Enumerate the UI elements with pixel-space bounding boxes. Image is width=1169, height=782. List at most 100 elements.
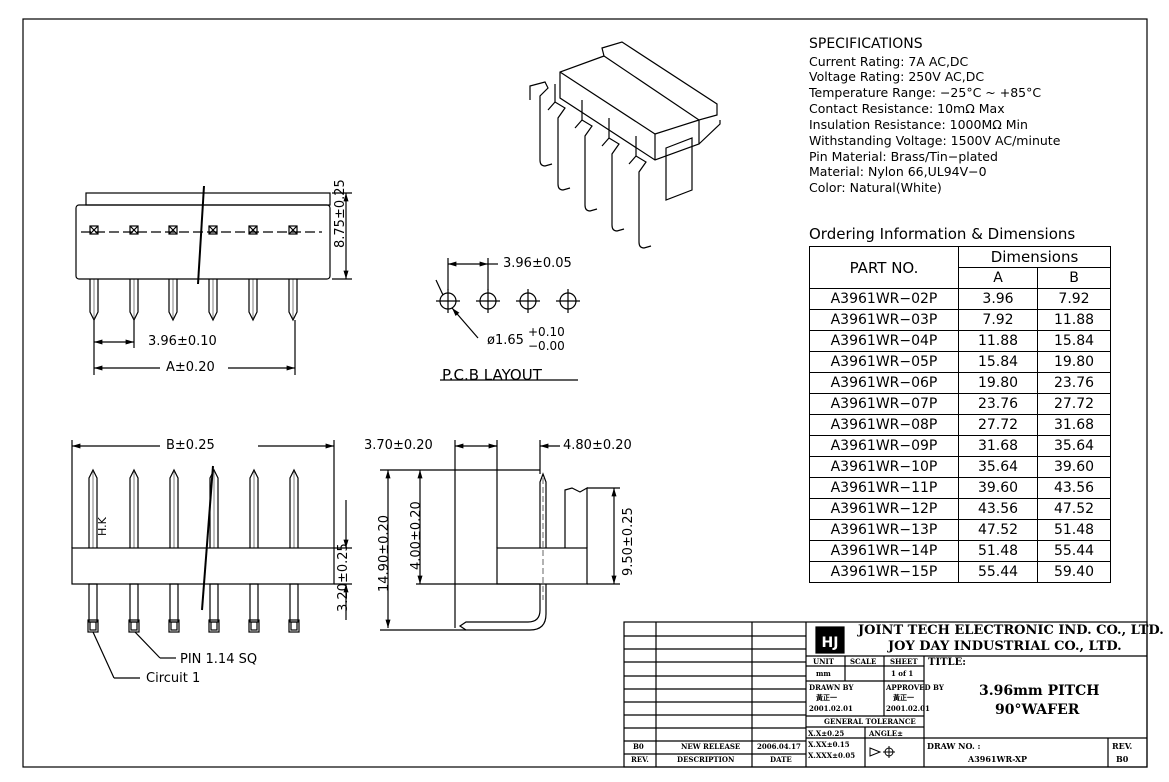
rev-row-desc: NEW RELEASE (681, 742, 741, 751)
order-cell-a: 15.84 (958, 351, 1038, 373)
order-cell-b: 31.68 (1037, 414, 1111, 436)
order-cell-b: 15.84 (1037, 330, 1111, 352)
dim-pcb-hole: ø1.65 (487, 333, 524, 348)
tolerance-1: X.X±0.25 (808, 729, 845, 738)
sheet-label: SHEET (890, 657, 918, 666)
approved-by-label: APPROVED BY (886, 683, 944, 692)
order-cell-b: 43.56 (1037, 477, 1111, 499)
front-view-pin (87, 468, 99, 633)
isometric-view (529, 41, 721, 249)
order-cell-part: A3961WR−06P (809, 372, 959, 394)
spec-line: Contact Resistance: 10mΩ Max (809, 101, 1005, 116)
angle-label: ANGLE± (869, 729, 903, 738)
circuit-label: Circuit 1 (146, 671, 201, 686)
order-cell-a: 19.80 (958, 372, 1038, 394)
top-view-pin (208, 225, 218, 322)
top-view-pin (288, 225, 298, 322)
dim-top-pitch: 3.96±0.10 (148, 334, 217, 349)
dim-side-right: 4.80±0.20 (563, 438, 632, 453)
rev-row-rev: B0 (633, 742, 644, 751)
front-view-pin (128, 468, 140, 633)
order-cell-b: 11.88 (1037, 309, 1111, 331)
order-cell-a: 39.60 (958, 477, 1038, 499)
order-cell-b: 47.52 (1037, 498, 1111, 520)
approved-date: 2001.02.01 (886, 704, 930, 713)
top-view-pin (168, 225, 178, 322)
projection-symbol (869, 746, 895, 758)
company-name-1: JOINT TECH ELECTRONIC IND. CO., LTD. (858, 623, 1164, 638)
drawing-title-1: 3.96mm PITCH (979, 683, 1100, 699)
top-view-pin (248, 225, 258, 322)
general-tolerance: GENERAL TOLERANCE (824, 717, 916, 726)
drawing-frame (22, 18, 1148, 768)
order-cell-a: 11.88 (958, 330, 1038, 352)
front-view-pin (248, 468, 260, 633)
order-cell-part: A3961WR−15P (809, 561, 959, 583)
dim-pcb-hole-minus: −0.00 (528, 339, 565, 353)
order-cell-part: A3961WR−03P (809, 309, 959, 331)
order-cell-part: A3961WR−14P (809, 540, 959, 562)
rev-row-date: 2006.04.17 (757, 742, 801, 751)
front-view-pin (288, 468, 300, 633)
pcb-layout (436, 289, 580, 313)
drawing-no-label: DRAW NO. : (927, 741, 981, 751)
order-cell-a: 27.72 (958, 414, 1038, 436)
pin-label: PIN 1.14 SQ (180, 652, 258, 667)
pcb-hole (436, 289, 460, 313)
rev-label: REV. (1112, 741, 1133, 751)
header-rev: REV. (631, 755, 649, 764)
front-view-pin (208, 468, 220, 633)
title-label: TITLE: (928, 657, 966, 668)
unit-label: UNIT (813, 657, 834, 666)
order-cell-part: A3961WR−04P (809, 330, 959, 352)
spec-line: Material: Nylon 66,UL94V−0 (809, 164, 987, 179)
dimensions-header: Dimensions (958, 246, 1111, 268)
top-view (75, 185, 331, 322)
front-view-pin (168, 468, 180, 633)
col-a-header: A (958, 267, 1038, 289)
spec-heading: SPECIFICATIONS (809, 36, 923, 52)
rev-value: B0 (1116, 754, 1129, 764)
housing-mark: H.K (96, 517, 109, 536)
dim-top-height: 8.75±0.25 (333, 179, 348, 248)
side-view (458, 472, 588, 631)
dim-pcb-hole-plus: +0.10 (528, 325, 565, 339)
order-cell-part: A3961WR−07P (809, 393, 959, 415)
order-cell-part: A3961WR−08P (809, 414, 959, 436)
company-logo: HJ (822, 635, 839, 651)
order-cell-a: 35.64 (958, 456, 1038, 478)
dim-side-total: 14.90±0.20 (377, 514, 392, 592)
order-cell-b: 7.92 (1037, 288, 1111, 310)
order-cell-a: 23.76 (958, 393, 1038, 415)
order-cell-b: 19.80 (1037, 351, 1111, 373)
dim-side-inner: 4.00±0.20 (409, 501, 424, 570)
order-cell-b: 39.60 (1037, 456, 1111, 478)
col-b-header: B (1037, 267, 1111, 289)
order-cell-a: 51.48 (958, 540, 1038, 562)
sheet-value: 1 of 1 (891, 669, 914, 678)
order-cell-b: 23.76 (1037, 372, 1111, 394)
order-cell-part: A3961WR−09P (809, 435, 959, 457)
top-view-pin (89, 225, 99, 322)
spec-line: Temperature Range: −25°C ~ +85°C (809, 85, 1042, 100)
drawing-title-2: 90°WAFER (995, 702, 1080, 718)
header-date: DATE (770, 755, 792, 764)
order-cell-part: A3961WR−05P (809, 351, 959, 373)
spec-line: Pin Material: Brass/Tin−plated (809, 149, 998, 164)
header-description: DESCRIPTION (677, 755, 735, 764)
spec-line: Color: Natural(White) (809, 180, 942, 195)
drawing-no: A3961WR-XP (968, 754, 1028, 764)
